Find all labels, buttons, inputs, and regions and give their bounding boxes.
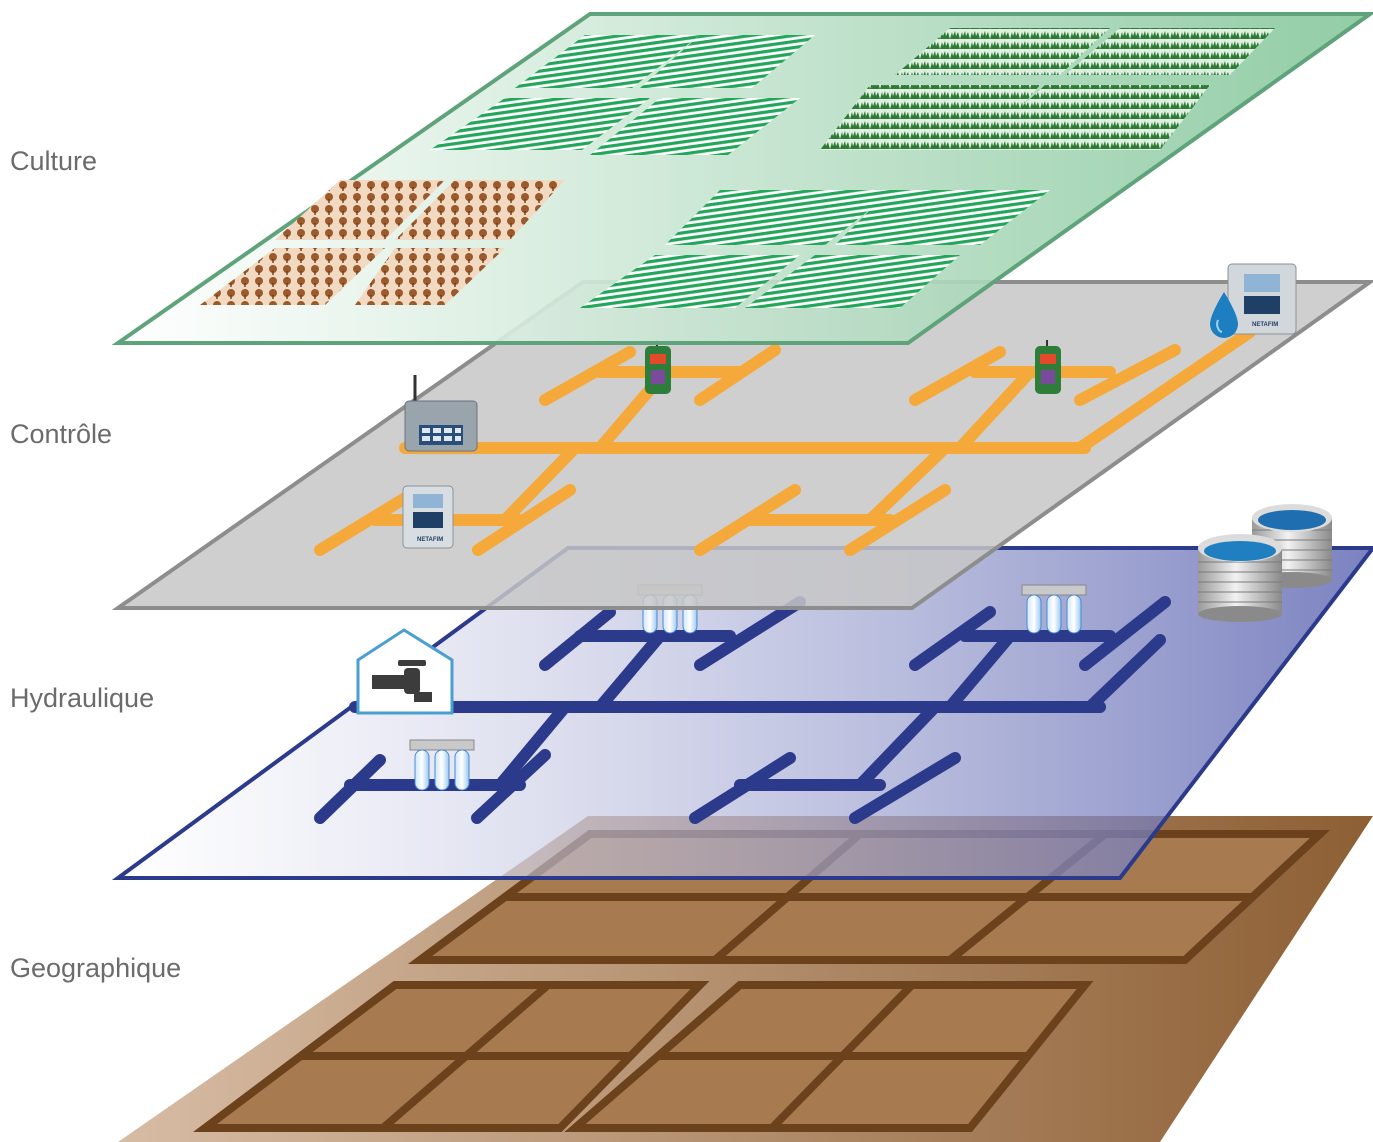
label-controle: Contrôle [10,419,113,449]
label-hydraulique: Hydraulique [10,683,155,713]
controller-icon: NETAFIM [402,485,454,549]
layer-controle: NETAFIM [111,280,1373,610]
faucet-icon [356,628,454,715]
controller-brand: NETAFIM [417,537,443,543]
controle-pipes [314,326,1256,556]
crop-fields-bottom [580,190,1050,308]
controller-brand: NETAFIM [1252,322,1278,328]
water-drop-icon [1210,292,1238,338]
valve-unit-icon [645,340,671,394]
tank-icon [1198,534,1282,622]
vineyard-fields [820,28,1275,150]
filter-icon [409,739,475,791]
geo-field-dividers [300,830,1252,1132]
orchard-fields [200,180,565,305]
label-geographique: Geographique [10,953,182,983]
hydro-pipes [314,596,1171,824]
filter-icon [1021,584,1087,634]
controller-icon: NETAFIM [1227,263,1297,335]
valve-unit-icon [1035,340,1061,394]
crop-fields-top [430,35,815,155]
layer-hydraulique [111,504,1373,880]
label-culture: Culture [10,146,98,176]
antenna-controller-icon [404,375,478,452]
layer-culture: NETAFIM [111,12,1373,345]
